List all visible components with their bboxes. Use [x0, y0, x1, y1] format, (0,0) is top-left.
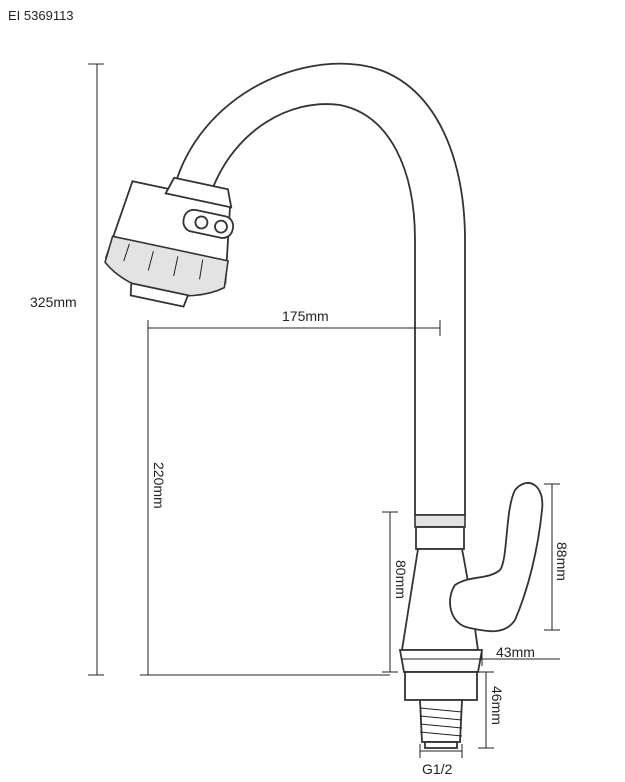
label-handle-height: 88mm	[554, 542, 570, 581]
handle-lever	[449, 482, 544, 633]
aerator-head	[104, 176, 235, 308]
dimension-handle-height: 88mm	[544, 483, 570, 631]
label-thread-length: 46mm	[489, 686, 505, 725]
faucet-body	[398, 514, 484, 749]
label-spout-height: 220mm	[151, 462, 167, 509]
label-reach: 175mm	[282, 308, 329, 324]
dimension-thread-size: G1/2	[419, 744, 463, 777]
label-thread-size: G1/2	[422, 761, 453, 777]
dimension-base-width: 43mm	[402, 644, 560, 666]
dimension-body-height: 80mm	[382, 511, 409, 673]
dimension-spout-height: 220mm	[140, 328, 390, 676]
label-body-height: 80mm	[393, 560, 409, 599]
dimension-thread-length: 46mm	[478, 671, 505, 749]
dimension-reach: 175mm	[147, 308, 441, 336]
label-total-height: 325mm	[30, 294, 77, 310]
product-code: EI 5369113	[8, 8, 74, 23]
dimension-total-height: 325mm	[30, 63, 104, 676]
gooseneck-spout	[173, 62, 466, 516]
label-base-width: 43mm	[496, 644, 535, 660]
